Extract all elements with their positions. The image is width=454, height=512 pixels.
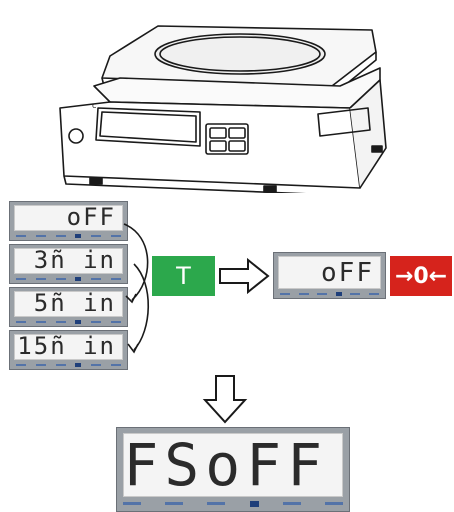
lcd-display-5min: 5ñ in: [9, 287, 128, 327]
cycle-arrow-icon: [123, 223, 149, 354]
lcd-text: oFF: [321, 258, 374, 288]
lcd-window: FSoFF: [123, 433, 343, 497]
lcd-window: 5ñ in: [14, 289, 123, 317]
lcd-display-fsoff: FSoFF: [116, 427, 350, 512]
lcd-indicators: [123, 499, 343, 508]
lcd-display-result: oFF: [273, 252, 386, 299]
svg-text:c: c: [92, 101, 96, 110]
tare-key[interactable]: T: [152, 256, 215, 296]
lcd-text: 5ñ in: [33, 289, 116, 317]
lcd-indicators: [280, 291, 379, 297]
lcd-window: 3ñ in: [14, 246, 123, 274]
lcd-indicators: [16, 362, 121, 368]
lcd-indicators: [16, 276, 121, 282]
lcd-display-off: oFF: [9, 201, 128, 241]
lcd-text: 15ñ in: [17, 332, 116, 360]
tare-key-label: T: [176, 262, 191, 290]
lcd-indicators: [16, 319, 121, 325]
lcd-window: 15ñ in: [14, 332, 123, 360]
weighing-scale-illustration: c: [59, 25, 387, 193]
lcd-display-3min: 3ñ in: [9, 244, 128, 284]
lcd-window: oFF: [278, 256, 381, 289]
lcd-text: 3ñ in: [33, 246, 116, 274]
lcd-indicators: [16, 233, 121, 239]
lcd-window: oFF: [14, 203, 123, 231]
zero-key[interactable]: →0←: [390, 256, 452, 296]
zero-key-label: →0←: [394, 263, 448, 289]
lcd-text: FSoFF: [123, 431, 328, 499]
arrow-right-icon: [219, 257, 270, 295]
lcd-display-15min: 15ñ in: [9, 330, 128, 370]
lcd-text: oFF: [66, 203, 116, 231]
arrow-down-icon: [202, 375, 248, 424]
